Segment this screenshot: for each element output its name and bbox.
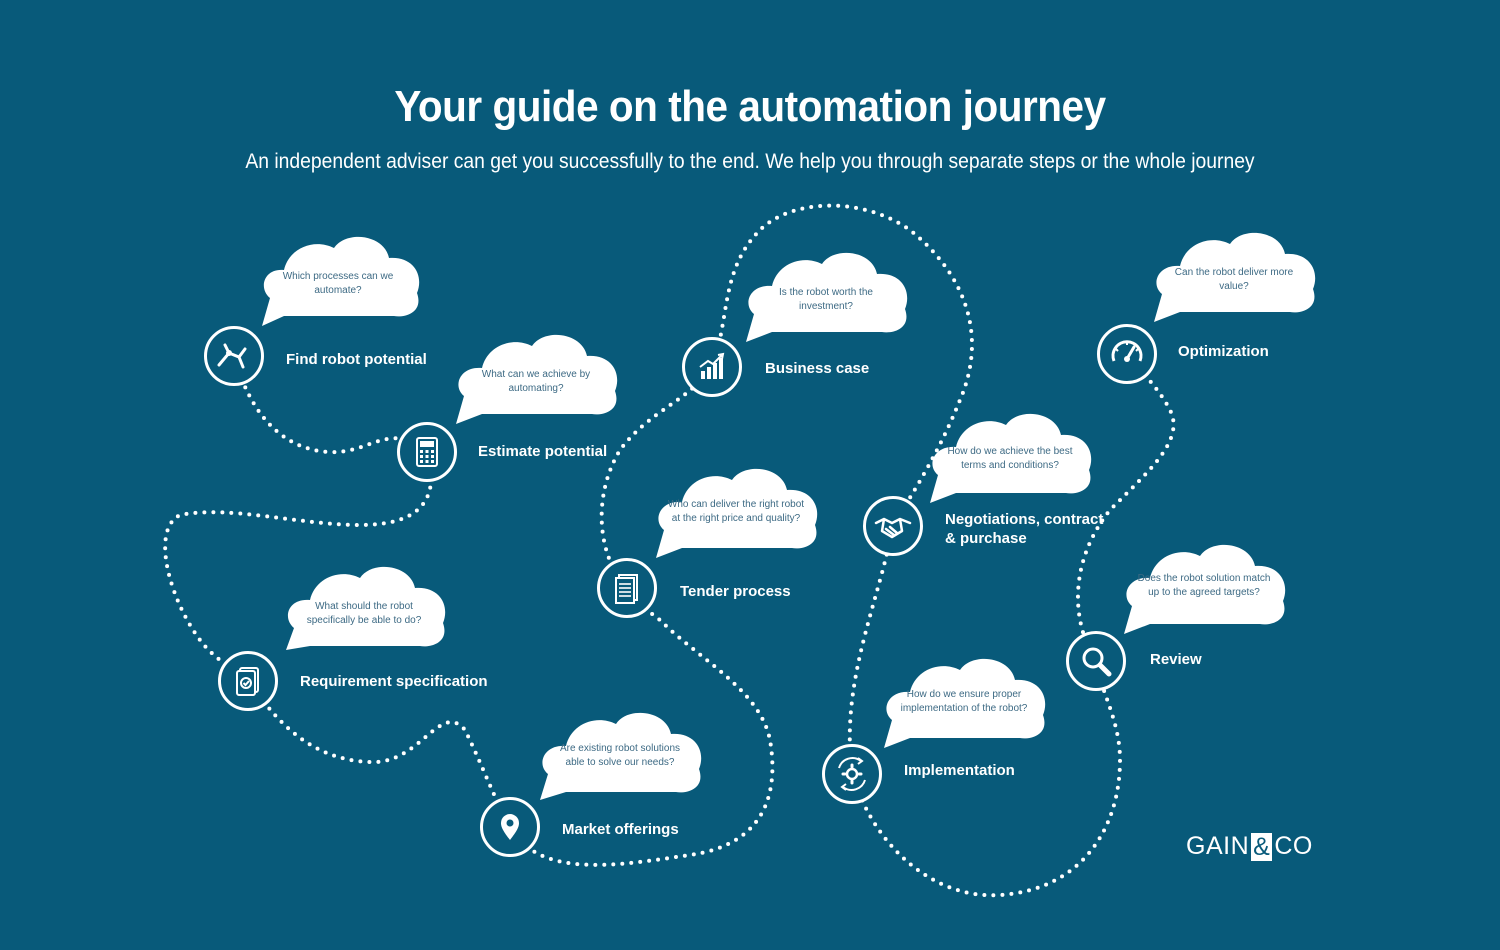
step-label: Optimization bbox=[1178, 343, 1269, 360]
page-title: Your guide on the automation journey bbox=[394, 82, 1106, 131]
step-label: Requirement specification bbox=[300, 673, 488, 690]
question-cloud: Can the robot deliver more value? bbox=[1150, 224, 1320, 324]
step-label: Tender process bbox=[680, 583, 791, 600]
step-label: Business case bbox=[765, 360, 870, 377]
question-cloud: Does the robot solution match up to the … bbox=[1120, 536, 1290, 636]
gear-cycle-icon bbox=[822, 744, 882, 804]
logo-ampersand: & bbox=[1251, 832, 1273, 861]
question-cloud: Are existing robot solutions able to sol… bbox=[536, 704, 706, 804]
question-text: What can we achieve by automating? bbox=[481, 369, 591, 394]
gain-and-co-logo: GAIN & CO bbox=[1186, 832, 1313, 861]
cloud-shape bbox=[1124, 544, 1286, 634]
logo-right: CO bbox=[1274, 832, 1313, 860]
question-cloud: Which processes can we automate? bbox=[254, 228, 424, 328]
speedometer-icon bbox=[1097, 324, 1157, 384]
step-label: Market offerings bbox=[562, 821, 679, 838]
step-label: Review bbox=[1150, 651, 1202, 668]
cloud-shape bbox=[884, 658, 1046, 748]
cloud-shape bbox=[540, 712, 702, 800]
question-text: Which processes can we automate? bbox=[282, 271, 394, 296]
cloud-shape bbox=[456, 334, 618, 424]
question-cloud: Who can deliver the right robot at the r… bbox=[652, 460, 822, 560]
checklist-document-icon bbox=[218, 651, 278, 711]
cloud-shape bbox=[656, 468, 818, 558]
handshake-icon bbox=[863, 496, 923, 556]
cloud-shape bbox=[286, 566, 446, 650]
cloud-shape bbox=[746, 252, 908, 342]
step-label: Estimate potential bbox=[478, 443, 608, 460]
question-text: How do we achieve the best terms and con… bbox=[947, 446, 1073, 471]
robot-arm-icon bbox=[204, 326, 264, 386]
question-cloud: How do we ensure proper implementation o… bbox=[880, 650, 1050, 750]
question-text: Who can deliver the right robot at the r… bbox=[667, 499, 805, 524]
step-label: Find robot potential bbox=[286, 351, 427, 368]
page-subtitle: An independent adviser can get you succe… bbox=[245, 150, 1255, 173]
question-cloud: How do we achieve the best terms and con… bbox=[926, 405, 1096, 505]
question-text: Can the robot deliver more value? bbox=[1174, 267, 1294, 292]
question-text: What should the robot specifically be ab… bbox=[306, 601, 422, 626]
calculator-icon bbox=[397, 422, 457, 482]
question-cloud: What can we achieve by automating? bbox=[452, 326, 622, 426]
cloud-shape bbox=[1154, 232, 1316, 322]
question-cloud: What should the robot specifically be ab… bbox=[280, 558, 450, 658]
location-pin-icon bbox=[480, 797, 540, 857]
question-cloud: Is the robot worth the investment? bbox=[742, 244, 912, 344]
document-icon bbox=[597, 558, 657, 618]
question-text: Does the robot solution match up to the … bbox=[1137, 573, 1271, 598]
step-label: Negotiations, contract & purchase bbox=[945, 511, 1104, 547]
cloud-shape bbox=[262, 236, 420, 326]
question-text: How do we ensure proper implementation o… bbox=[900, 689, 1028, 714]
logo-left: GAIN bbox=[1186, 832, 1250, 860]
cloud-shape bbox=[930, 413, 1092, 503]
magnifier-icon bbox=[1066, 631, 1126, 691]
growth-chart-icon bbox=[682, 337, 742, 397]
step-label: Implementation bbox=[904, 762, 1015, 779]
question-text: Are existing robot solutions able to sol… bbox=[559, 743, 681, 768]
question-text: Is the robot worth the investment? bbox=[779, 287, 873, 312]
